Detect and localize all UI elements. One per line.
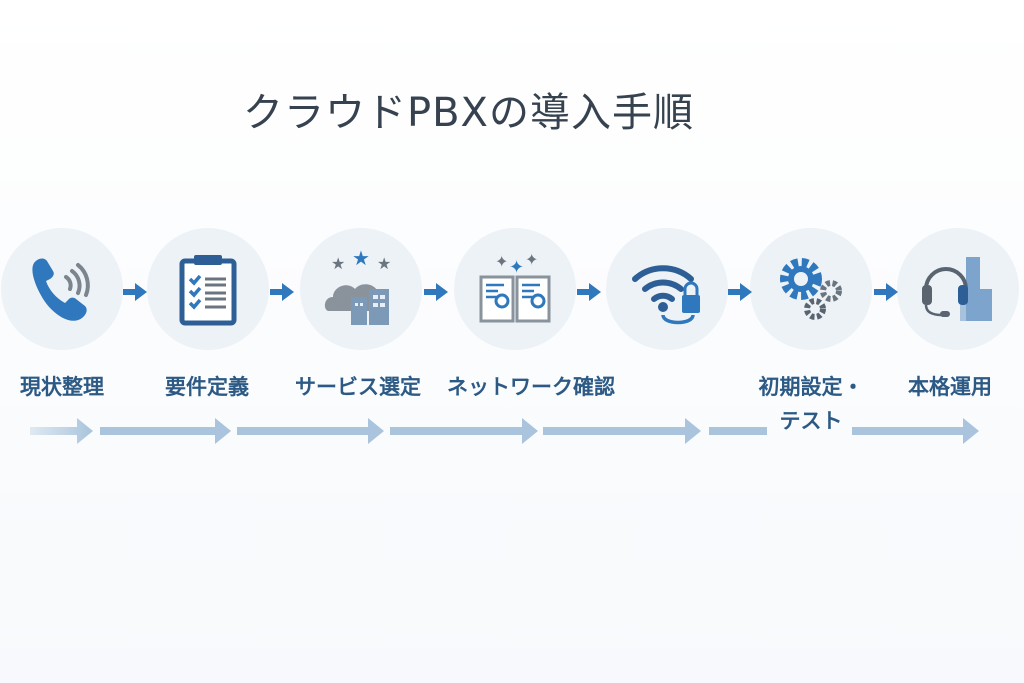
svg-text:✦: ✦ — [509, 257, 524, 278]
svg-text:✦: ✦ — [495, 252, 508, 271]
step-arrow-icon — [577, 283, 601, 301]
svg-text:★: ★ — [377, 254, 391, 273]
step-5-circle — [606, 228, 728, 350]
gears-icon — [780, 258, 842, 320]
clipboard-checklist-icon — [179, 255, 237, 326]
step-1-label: 現状整理 — [20, 375, 104, 399]
flow-arrow — [852, 418, 979, 444]
flow-arrow — [390, 418, 538, 444]
svg-text:★: ★ — [352, 249, 370, 270]
wifi-lock-icon — [632, 265, 700, 325]
documents-search-icon: ✦✦✦ — [479, 250, 551, 323]
cloud-buildings-stars-icon: ★ ★ ★ — [324, 249, 391, 325]
step-arrow-icon — [424, 283, 448, 301]
step-2-circle — [147, 228, 269, 350]
step-7-label: 本格運用 — [908, 375, 992, 399]
svg-text:✦: ✦ — [525, 250, 538, 269]
flow-bar — [709, 427, 767, 435]
step-arrow-icon — [728, 283, 752, 301]
step-3-circle: ★ ★ ★ — [300, 228, 422, 350]
step-7-circle — [897, 228, 1019, 350]
step-3-label: サービス選定 — [295, 375, 421, 399]
svg-text:★: ★ — [331, 254, 345, 273]
step-2-label: 要件定義 — [165, 375, 249, 399]
step-arrow-icon — [270, 283, 294, 301]
flow-arrow — [237, 418, 384, 444]
flow-arrow — [100, 418, 231, 444]
flow-arrow — [30, 418, 93, 444]
step-4-circle: ✦✦✦ — [454, 228, 576, 350]
step-6-label-line1: 初期設定・ — [758, 375, 864, 399]
step-6-label: 初期設定・テスト — [759, 370, 864, 438]
flow-arrow — [543, 418, 701, 444]
step-arrow-icon — [874, 283, 898, 301]
phone-icon — [32, 258, 90, 321]
step-4-label: ネットワーク確認 — [447, 375, 615, 399]
step-arrow-icon — [123, 283, 147, 301]
page-title: クラウドPBXの導入手順 — [243, 90, 694, 136]
step-1-circle — [1, 228, 123, 350]
step-6-circle — [750, 228, 872, 350]
headset-buildings-icon — [922, 257, 992, 321]
step-6-label-line2: テスト — [779, 409, 843, 433]
